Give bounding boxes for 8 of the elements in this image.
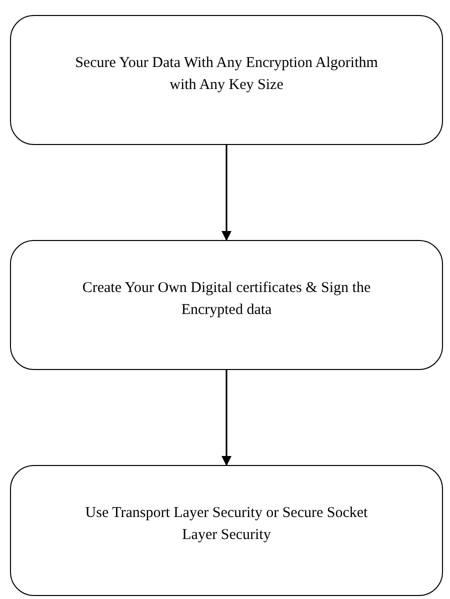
box-text: Use Transport Layer Security or Secure Socket Layer Security	[84, 504, 369, 545]
arrow	[222, 370, 232, 466]
arrow	[222, 145, 232, 241]
process-box	[10, 240, 443, 370]
box-text: Create Your Own Digital certificates & Sign the Encrypted data	[81, 279, 372, 320]
process-box	[10, 15, 443, 145]
box-text: Secure Your Data With Any Encryption Algorithm with Any Key Size	[74, 54, 379, 95]
process-box	[10, 465, 443, 596]
